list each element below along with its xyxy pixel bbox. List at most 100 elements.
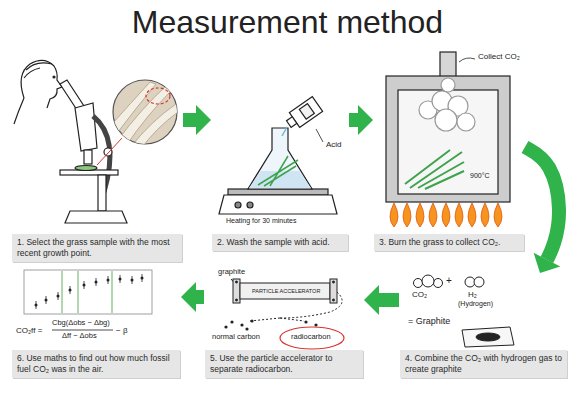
smoke-puff (457, 113, 475, 131)
illustration-label: (Hydrogen) (458, 300, 493, 308)
flask (248, 128, 312, 189)
illustration-label: PARTICLE ACCELERATOR (252, 288, 320, 294)
illustration-label: H₂ (468, 290, 477, 299)
arrow-head (364, 285, 379, 315)
step-caption: 2. Wash the sample with acid. (212, 234, 348, 251)
bolt (333, 299, 335, 301)
illustration-label: = Graphite (408, 316, 450, 326)
arrow-head (181, 282, 196, 312)
flame (416, 203, 424, 227)
particle (314, 323, 317, 326)
microscope-pillar (98, 175, 106, 211)
grass-in-flask (258, 156, 298, 186)
beam-path (250, 292, 342, 321)
leader-line (316, 129, 323, 142)
data-point (107, 279, 110, 282)
person-eye (53, 76, 55, 78)
arrow-head (358, 105, 373, 135)
hot-plate-top (228, 189, 328, 195)
smoke (419, 78, 475, 131)
illustration-label: CO₂ff = (16, 326, 42, 335)
flow-arrow (525, 147, 560, 273)
illustration-label: + (446, 275, 452, 287)
flames (390, 203, 502, 227)
step-caption: 3. Burn the grass to collect CO₂. (374, 234, 524, 251)
bottle-label (299, 104, 314, 120)
sample-dish (75, 166, 97, 171)
acid-pour (282, 127, 287, 136)
chart-frame (24, 270, 152, 314)
bottle-neck (287, 117, 297, 128)
leader-line (459, 58, 475, 62)
smoke-puff (435, 109, 457, 131)
step-caption: 5. Use the particle accelerator to separ… (205, 350, 363, 378)
fraction-bar (52, 330, 113, 331)
data-point (57, 295, 60, 298)
data-point (119, 278, 122, 281)
hot-plate-knob (235, 202, 241, 208)
arrow-shaft (525, 147, 559, 260)
zoom-line (97, 138, 122, 165)
particle (245, 327, 248, 330)
illustration-label: Δff − Δobs (62, 332, 97, 341)
accelerator-flange (330, 279, 337, 303)
flame (390, 203, 398, 227)
hot-plate-knob (247, 202, 253, 208)
chart-markers (62, 271, 112, 313)
carbon-atom (422, 275, 434, 287)
furnace-scene (386, 52, 510, 227)
step-caption: 6. Use maths to find out how much fossil… (12, 350, 180, 378)
flame (481, 203, 489, 227)
illustration-label: 900°C (470, 172, 490, 180)
graphite-paper (462, 327, 514, 347)
arrow-shaft (349, 113, 358, 127)
flame (403, 203, 411, 227)
bolt (236, 281, 238, 283)
graphite-pile (476, 333, 500, 341)
focus-knob (104, 148, 112, 156)
burning-grass (405, 150, 464, 189)
carbon-particles (224, 319, 317, 330)
illustration-label: Heating for 30 minutes (226, 217, 296, 225)
step-caption: 1. Select the grass sample with the most… (12, 234, 182, 262)
flame (429, 203, 437, 227)
grass-blades (112, 82, 178, 150)
arrow-shaft (196, 290, 204, 304)
illustration-label: Acid (326, 140, 342, 149)
microscope-scene (14, 60, 178, 223)
graphite-scene (414, 275, 515, 347)
illustration-label: radiocarbon (291, 333, 331, 342)
flame (468, 203, 476, 227)
data-point (45, 299, 48, 302)
bolt (333, 281, 335, 283)
person-shoulder (14, 98, 24, 124)
flame (455, 203, 463, 227)
particle (224, 325, 227, 328)
error-bars (36, 274, 142, 309)
furnace-chamber (398, 90, 498, 194)
microscope-objective (84, 150, 92, 164)
furnace-outer (386, 76, 510, 202)
smoke-puff (441, 78, 455, 92)
grass-blade (112, 82, 156, 132)
step-panel: 4. Combine the CO₂ with hydrogen gas to … (400, 274, 567, 378)
accelerator-flange (233, 279, 240, 303)
arrow-shaft (183, 113, 196, 127)
person-head (21, 60, 62, 108)
particle (304, 320, 307, 323)
grass-blade (130, 104, 178, 150)
accelerator-body (240, 283, 330, 299)
data-point (131, 279, 134, 282)
chart-scene (24, 270, 152, 330)
growth-point-mark (146, 88, 170, 104)
step-caption: 4. Combine the CO₂ with hydrogen gas to … (400, 350, 567, 378)
arrow-head (534, 253, 561, 273)
hot-plate-body (219, 195, 337, 214)
particle (240, 323, 243, 326)
step-panel: 1. Select the grass sample with the most… (12, 52, 182, 262)
flow-arrow (349, 105, 373, 135)
flow-arrow (183, 105, 211, 135)
microscope-body (75, 103, 97, 151)
illustration-label: graphite (218, 268, 245, 277)
